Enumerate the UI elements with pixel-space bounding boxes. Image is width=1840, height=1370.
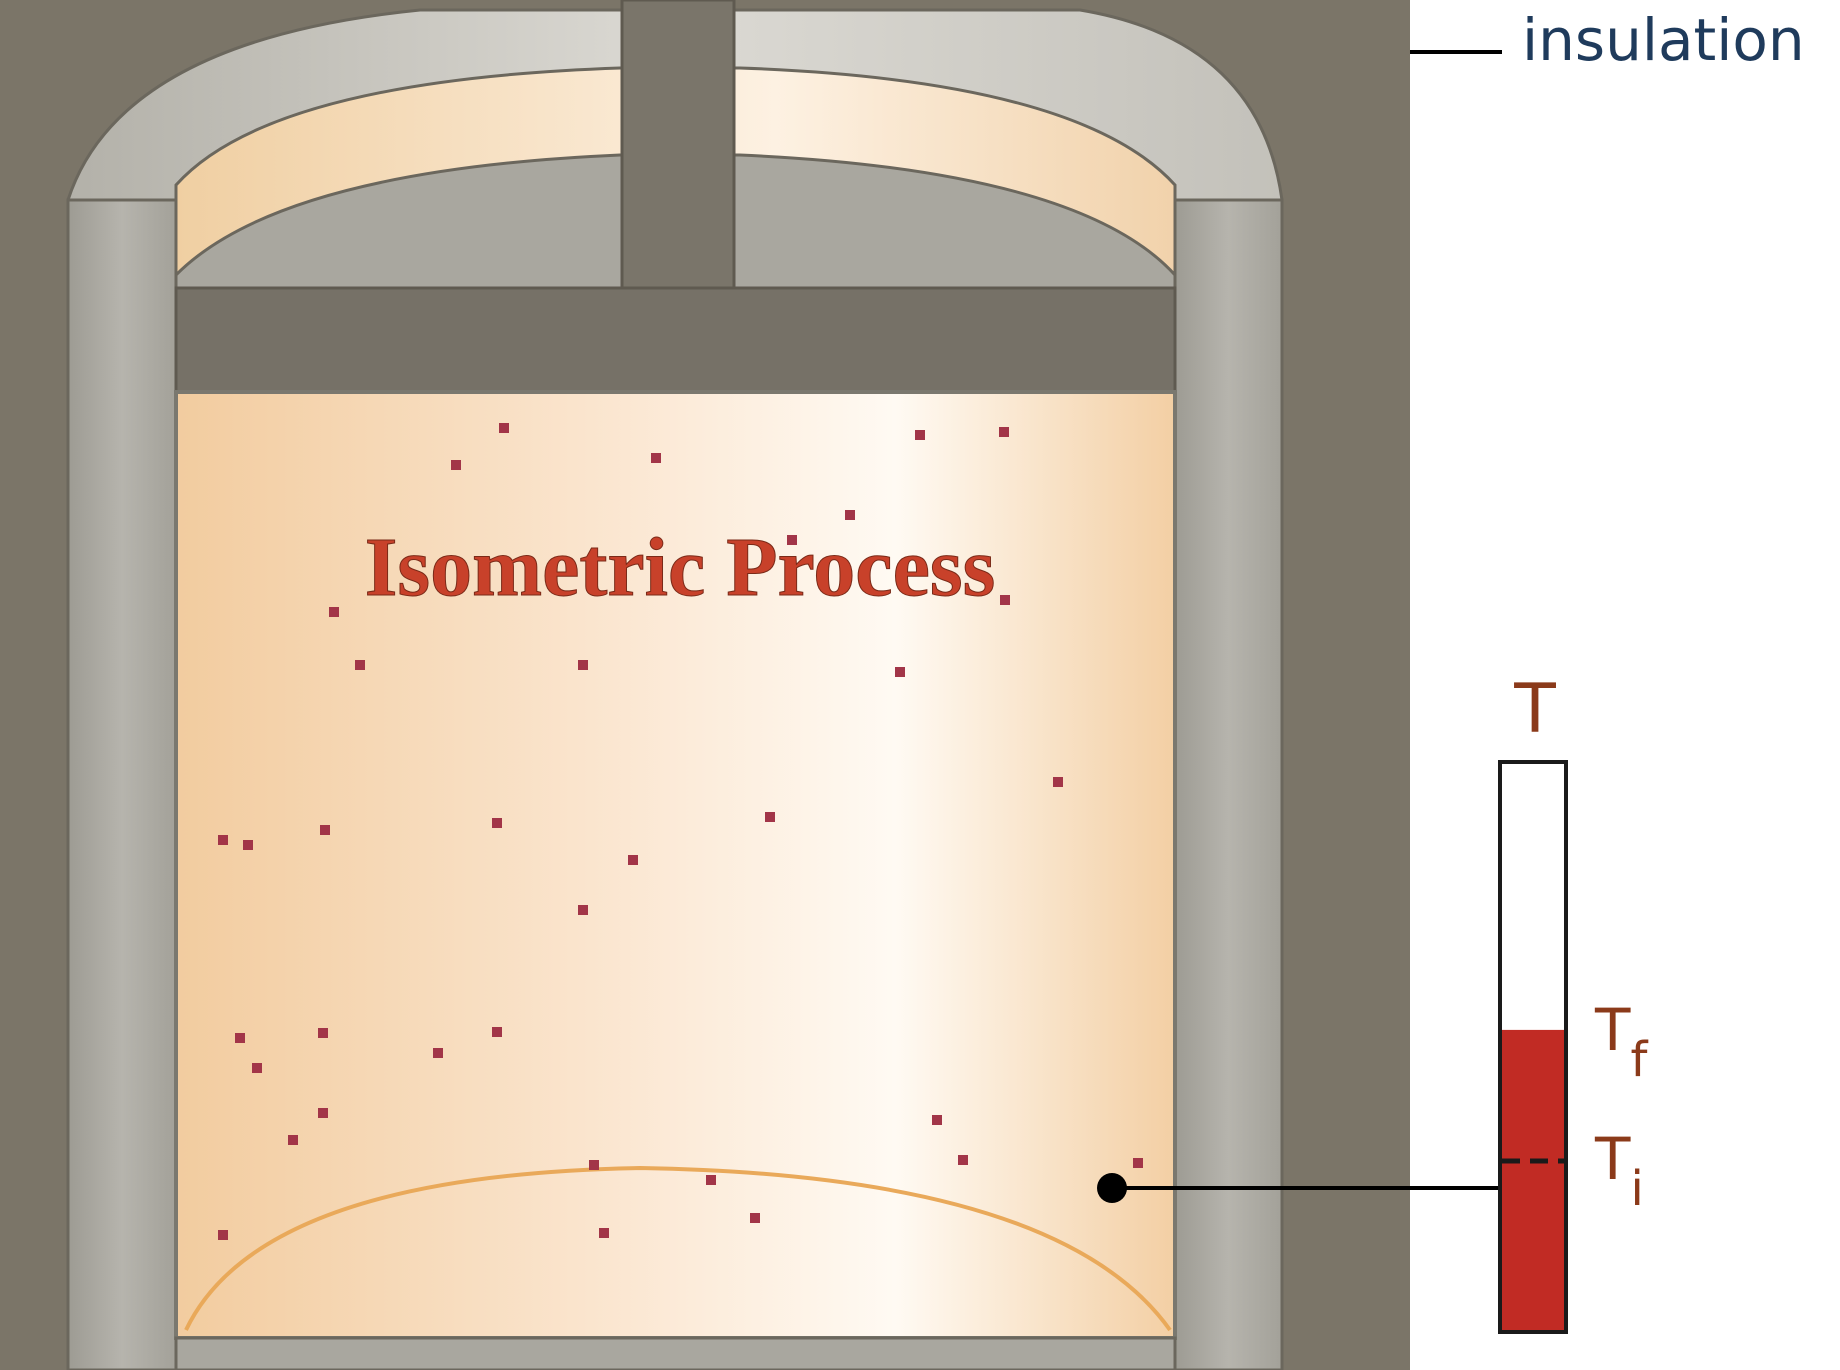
insulation-label: insulation xyxy=(1522,6,1805,74)
gas-molecule xyxy=(218,835,228,845)
gas-molecule xyxy=(915,430,925,440)
gas-molecule xyxy=(1133,1158,1143,1168)
gas-molecule xyxy=(958,1155,968,1165)
gas-molecule xyxy=(499,423,509,433)
gas-molecule xyxy=(578,660,588,670)
vessel-right-wall xyxy=(1173,198,1284,1370)
gas-molecule xyxy=(787,535,797,545)
piston-plate xyxy=(174,286,1177,394)
gas-molecule xyxy=(451,460,461,470)
initial-temp-sub: i xyxy=(1630,1161,1643,1217)
gas-molecule xyxy=(599,1228,609,1238)
gas-molecule xyxy=(651,453,661,463)
gas-molecule xyxy=(288,1135,298,1145)
gas-molecule xyxy=(235,1033,245,1043)
piston-rod xyxy=(620,0,736,302)
gas-chamber xyxy=(174,390,1177,1340)
gas-molecule xyxy=(765,812,775,822)
gas-molecule xyxy=(706,1175,716,1185)
gas-molecule xyxy=(750,1213,760,1223)
gas-molecule xyxy=(218,1230,228,1240)
gas-molecule xyxy=(845,510,855,520)
gas-molecule xyxy=(492,818,502,828)
initial-temp-label: Ti xyxy=(1594,1125,1644,1217)
diagram-title: Isometric Process xyxy=(365,521,996,614)
gas-molecule xyxy=(895,667,905,677)
probe-tip xyxy=(1097,1173,1127,1203)
gas-molecule xyxy=(999,427,1009,437)
chamber-floor-curve xyxy=(184,1165,1172,1332)
gas-molecule xyxy=(589,1160,599,1170)
final-temp-base: T xyxy=(1594,996,1631,1064)
gas-molecule xyxy=(492,1027,502,1037)
gas-molecule xyxy=(578,905,588,915)
vessel-left-wall xyxy=(66,198,178,1370)
gas-molecule xyxy=(932,1115,942,1125)
gas-molecule xyxy=(320,825,330,835)
initial-temp-base: T xyxy=(1594,1125,1631,1193)
gas-molecule xyxy=(318,1028,328,1038)
final-temp-label: Tf xyxy=(1594,996,1648,1088)
gas-molecule xyxy=(329,607,339,617)
gas-molecule xyxy=(1053,777,1063,787)
gas-molecule xyxy=(433,1048,443,1058)
gas-molecule xyxy=(318,1108,328,1118)
thermometer-symbol: T xyxy=(1513,670,1556,749)
gas-molecules xyxy=(218,423,1143,1240)
vessel-bottom xyxy=(174,1336,1177,1370)
gas-molecule xyxy=(252,1063,262,1073)
gas-molecule xyxy=(628,855,638,865)
thermometer-fill xyxy=(1502,1029,1564,1330)
final-temp-sub: f xyxy=(1630,1032,1648,1088)
gas-molecule xyxy=(1000,595,1010,605)
gas-molecule xyxy=(355,660,365,670)
gas-molecule xyxy=(243,840,253,850)
